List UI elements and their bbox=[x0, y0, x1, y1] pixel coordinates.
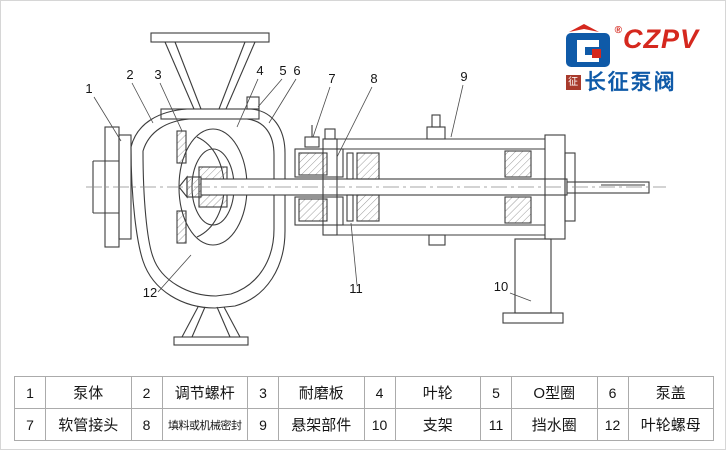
bearing-bracket bbox=[322, 114, 576, 246]
brand-wrap: ® CZPV bbox=[615, 26, 699, 53]
registered-mark: ® bbox=[614, 25, 622, 36]
part-number: 7 bbox=[14, 408, 46, 441]
part-name: 泵体 bbox=[45, 376, 132, 409]
callout-1: 1 bbox=[85, 81, 92, 96]
part-name: 悬架部件 bbox=[278, 408, 365, 441]
support-leg bbox=[502, 238, 564, 324]
czpv-logo-icon bbox=[565, 24, 610, 67]
part-number: 4 bbox=[363, 376, 396, 409]
logo-top-row: ® CZPV bbox=[564, 23, 699, 69]
callout-leader-lines bbox=[93, 78, 532, 302]
part-name: 填料或机械密封 bbox=[161, 408, 248, 441]
callout-9: 9 bbox=[460, 69, 467, 84]
callout-12: 12 bbox=[143, 285, 157, 300]
part-number: 2 bbox=[130, 376, 163, 409]
callout-labels: 1 2 3 4 5 6 7 8 9 10 11 12 bbox=[85, 63, 508, 300]
part-name: 挡水圈 bbox=[511, 408, 598, 441]
part-number: 3 bbox=[247, 376, 279, 409]
part-number: 12 bbox=[596, 408, 629, 441]
callout-6: 6 bbox=[293, 63, 300, 78]
hose-connector bbox=[304, 125, 320, 148]
pump-drawing-svg: 1 2 3 4 5 6 7 8 9 10 11 12 bbox=[85, 32, 666, 346]
part-number: 8 bbox=[130, 408, 163, 441]
table-row: 7 软管接头 8 填料或机械密封 9 悬架部件 10 支架 11 挡水圈 12 … bbox=[14, 408, 714, 441]
table-row: 1 泵体 2 调节螺杆 3 耐磨板 4 叶轮 5 O型圈 6 泵盖 bbox=[14, 376, 714, 409]
callout-10: 10 bbox=[494, 279, 508, 294]
water-deflector-ring bbox=[346, 152, 354, 222]
part-name: 支架 bbox=[394, 408, 481, 441]
part-number: 6 bbox=[596, 376, 629, 409]
part-name: O型圈 bbox=[511, 376, 598, 409]
brand-seal: 征 bbox=[565, 75, 581, 91]
brand-text: CZPV bbox=[622, 24, 699, 54]
company-name: 长征泵阀 bbox=[584, 71, 677, 94]
callout-7: 7 bbox=[328, 71, 335, 86]
parts-table: 1 泵体 2 调节螺杆 3 耐磨板 4 叶轮 5 O型圈 6 泵盖 7 软管接头… bbox=[14, 376, 714, 441]
part-number: 1 bbox=[14, 376, 46, 409]
callout-4: 4 bbox=[256, 63, 263, 78]
callout-8: 8 bbox=[370, 71, 377, 86]
pump-cross-section-drawing: 1 2 3 4 5 6 7 8 9 10 11 12 bbox=[1, 1, 725, 373]
callout-5: 5 bbox=[279, 63, 286, 78]
logo-bottom-row: 征 长征泵阀 bbox=[565, 71, 699, 94]
part-name: 软管接头 bbox=[45, 408, 132, 441]
part-number: 9 bbox=[247, 408, 279, 441]
part-name: 耐磨板 bbox=[278, 376, 365, 409]
part-name: 调节螺杆 bbox=[161, 376, 248, 409]
callout-11: 11 bbox=[349, 281, 363, 296]
callout-3: 3 bbox=[154, 67, 161, 82]
part-name: 泵盖 bbox=[627, 376, 714, 409]
part-name: 叶轮 bbox=[394, 376, 481, 409]
part-number: 10 bbox=[363, 408, 396, 441]
part-name: 叶轮螺母 bbox=[627, 408, 714, 441]
callout-2: 2 bbox=[126, 67, 133, 82]
part-number: 11 bbox=[480, 408, 512, 441]
part-number: 5 bbox=[480, 376, 512, 409]
seal-gland bbox=[294, 148, 344, 226]
discharge-outlet bbox=[150, 32, 270, 120]
logo: ® CZPV 征 长征泵阀 bbox=[564, 23, 699, 94]
drain-outlet bbox=[173, 306, 249, 346]
